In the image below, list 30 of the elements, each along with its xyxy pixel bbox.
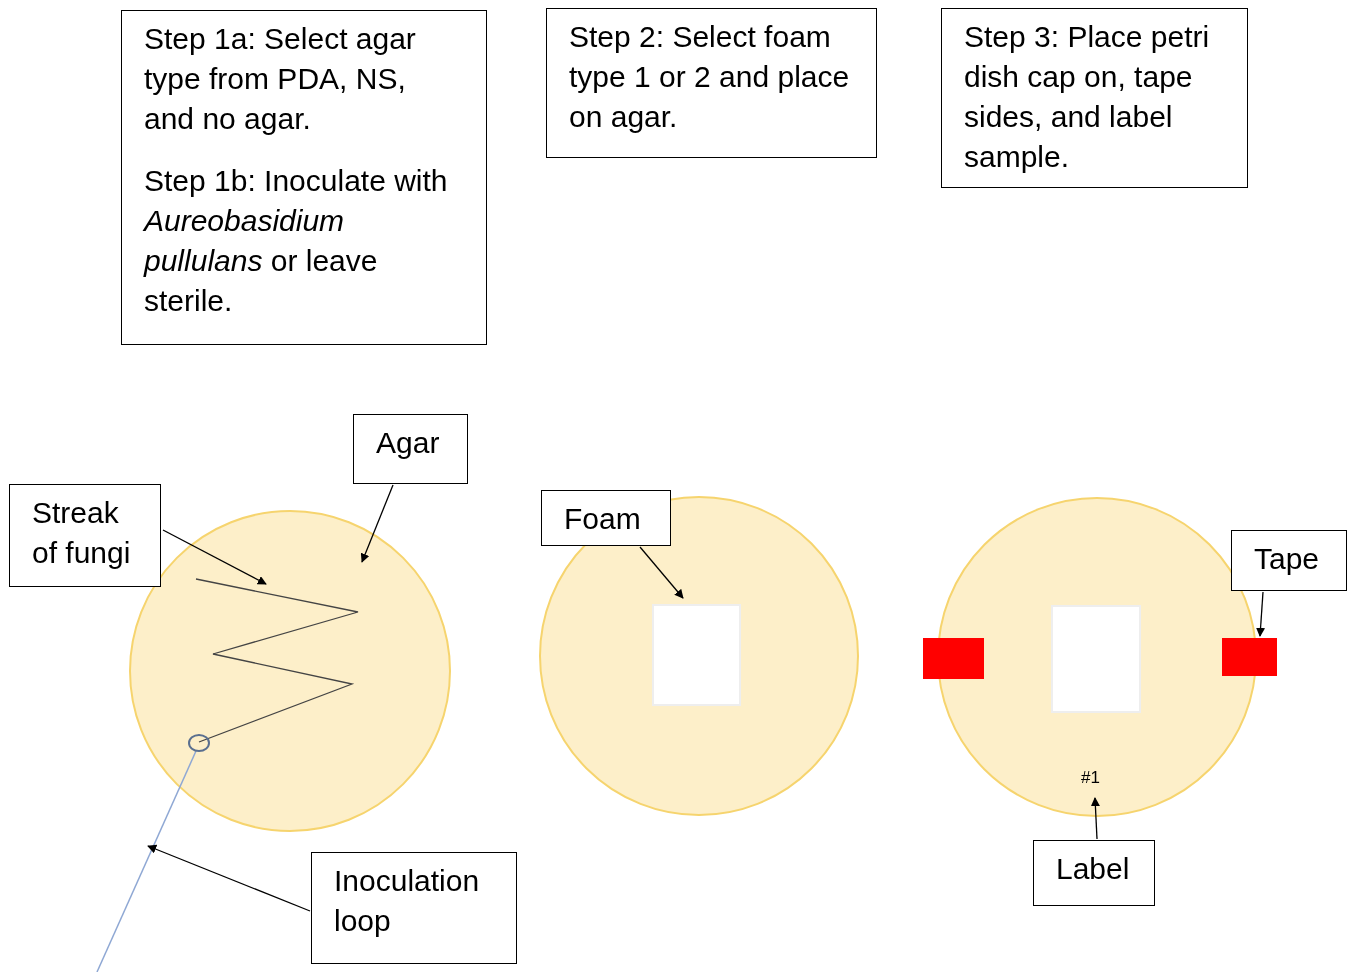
foam-square [652, 604, 741, 706]
step-box [121, 10, 487, 345]
callout-box [353, 414, 468, 484]
leader-line [147, 844, 311, 912]
tape-strip [923, 638, 984, 679]
step-box [941, 8, 1248, 188]
sample-number: #1 [1081, 768, 1100, 788]
callout-box [311, 852, 517, 964]
foam-square [1051, 605, 1141, 713]
leader-line [360, 484, 394, 563]
step-text: Step 1a: Select agar type from PDA, NS, and no agar. [144, 21, 417, 137]
callout-box [1231, 530, 1347, 591]
callout-box [541, 490, 671, 546]
callout-text: Streak of fungi [32, 495, 132, 571]
callout-text: Agar [376, 425, 441, 461]
leader-line [639, 546, 684, 599]
callout-box [1033, 840, 1155, 906]
callout-box [9, 484, 161, 587]
leader-line [162, 529, 267, 585]
callout-text: Tape [1254, 541, 1321, 577]
step-text: Step 2: Select foam type 1 or 2 and place on agar. [569, 19, 851, 135]
callout-text: Foam [564, 501, 642, 537]
step-box [546, 8, 877, 158]
step-text: Step 3: Place petri dish cap on, tape sides, and label sample. [964, 19, 1211, 175]
leader-line [1090, 797, 1100, 840]
callout-text: Label [1056, 851, 1131, 887]
step-text: Step 1b: Inoculate with Aureobasidium pullulans or leave sterile. [144, 163, 449, 319]
tape-strip [1222, 638, 1277, 676]
leader-line [1256, 591, 1266, 637]
callout-text: Inoculation loop [334, 863, 481, 939]
